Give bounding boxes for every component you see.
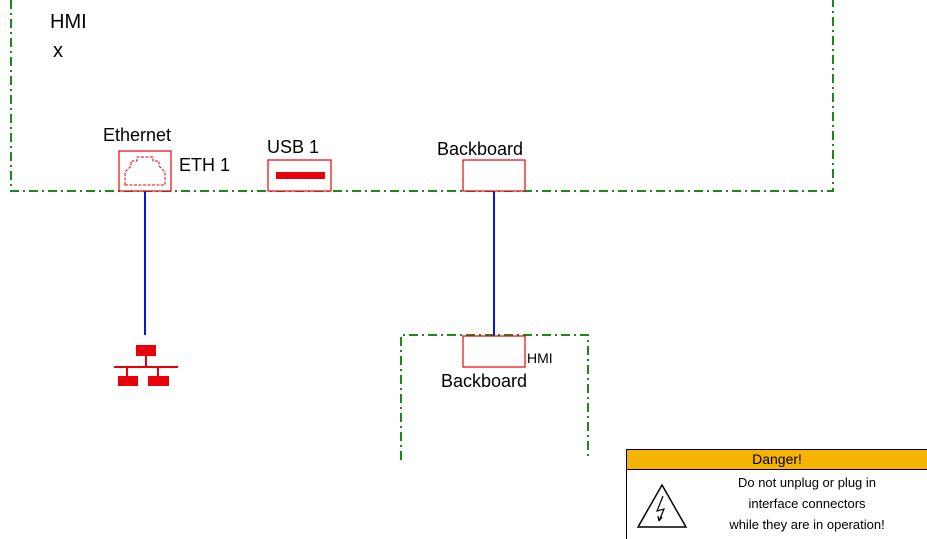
hmi-module-label: HMI [527, 350, 553, 366]
danger-line-3: while they are in operation! [729, 517, 885, 532]
device-identifier: x [53, 40, 63, 62]
danger-warning-panel: Danger! Do not unplug or plug in interfa… [626, 449, 927, 539]
danger-line-2: interface connectors [748, 496, 866, 511]
usb-port-connector [267, 159, 332, 192]
danger-header: Danger! [627, 450, 927, 470]
ethernet-label: Ethernet [103, 125, 172, 145]
backboard-label-hmi: Backboard [441, 371, 528, 391]
network-icon [114, 345, 178, 386]
hmi-module-boundary [400, 334, 589, 460]
high-voltage-icon [636, 483, 688, 528]
usb-label: USB 1 [267, 137, 320, 157]
backboard-connector-hmi [462, 335, 526, 368]
eth-port-label: ETH 1 [179, 155, 231, 175]
usb-slot-icon [276, 172, 325, 179]
danger-line-1: Do not unplug or plug in [737, 475, 877, 490]
backboard-label-top: Backboard [437, 139, 524, 159]
device-boundary [10, 0, 834, 192]
ethernet-port-connector [118, 150, 172, 192]
device-title: HMI [50, 11, 87, 33]
rj45-icon [124, 156, 166, 186]
backboard-connector-top [462, 159, 526, 192]
danger-message: Do not unplug or plug in interface conne… [687, 472, 927, 535]
